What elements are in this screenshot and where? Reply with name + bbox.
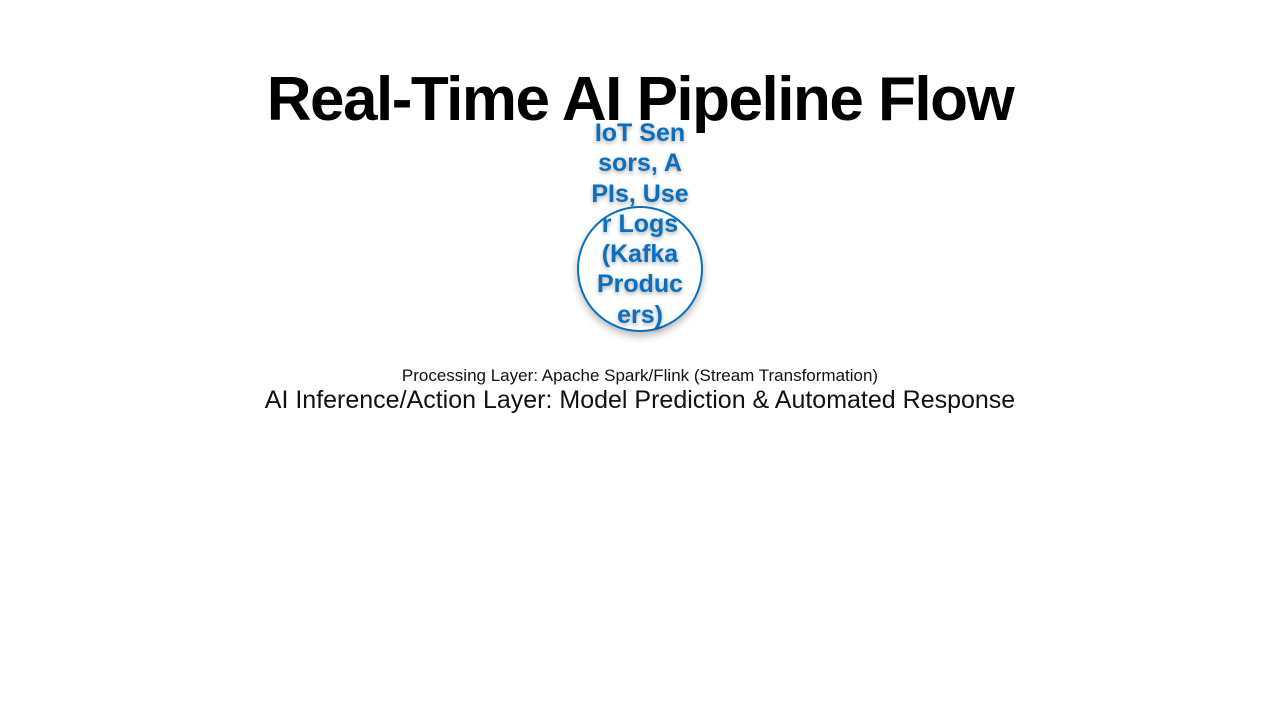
inference-layer-label: AI Inference/Action Layer: Model Predict…: [264, 386, 1016, 414]
source-node-label: IoT Sensors, APIs, User Logs (Kafka Prod…: [591, 119, 689, 329]
source-node-circle: [577, 206, 703, 332]
processing-layer-label: Processing Layer: Apache Spark/Flink (St…: [401, 366, 879, 385]
diagram-title: Real-Time AI Pipeline Flow: [266, 65, 1015, 134]
